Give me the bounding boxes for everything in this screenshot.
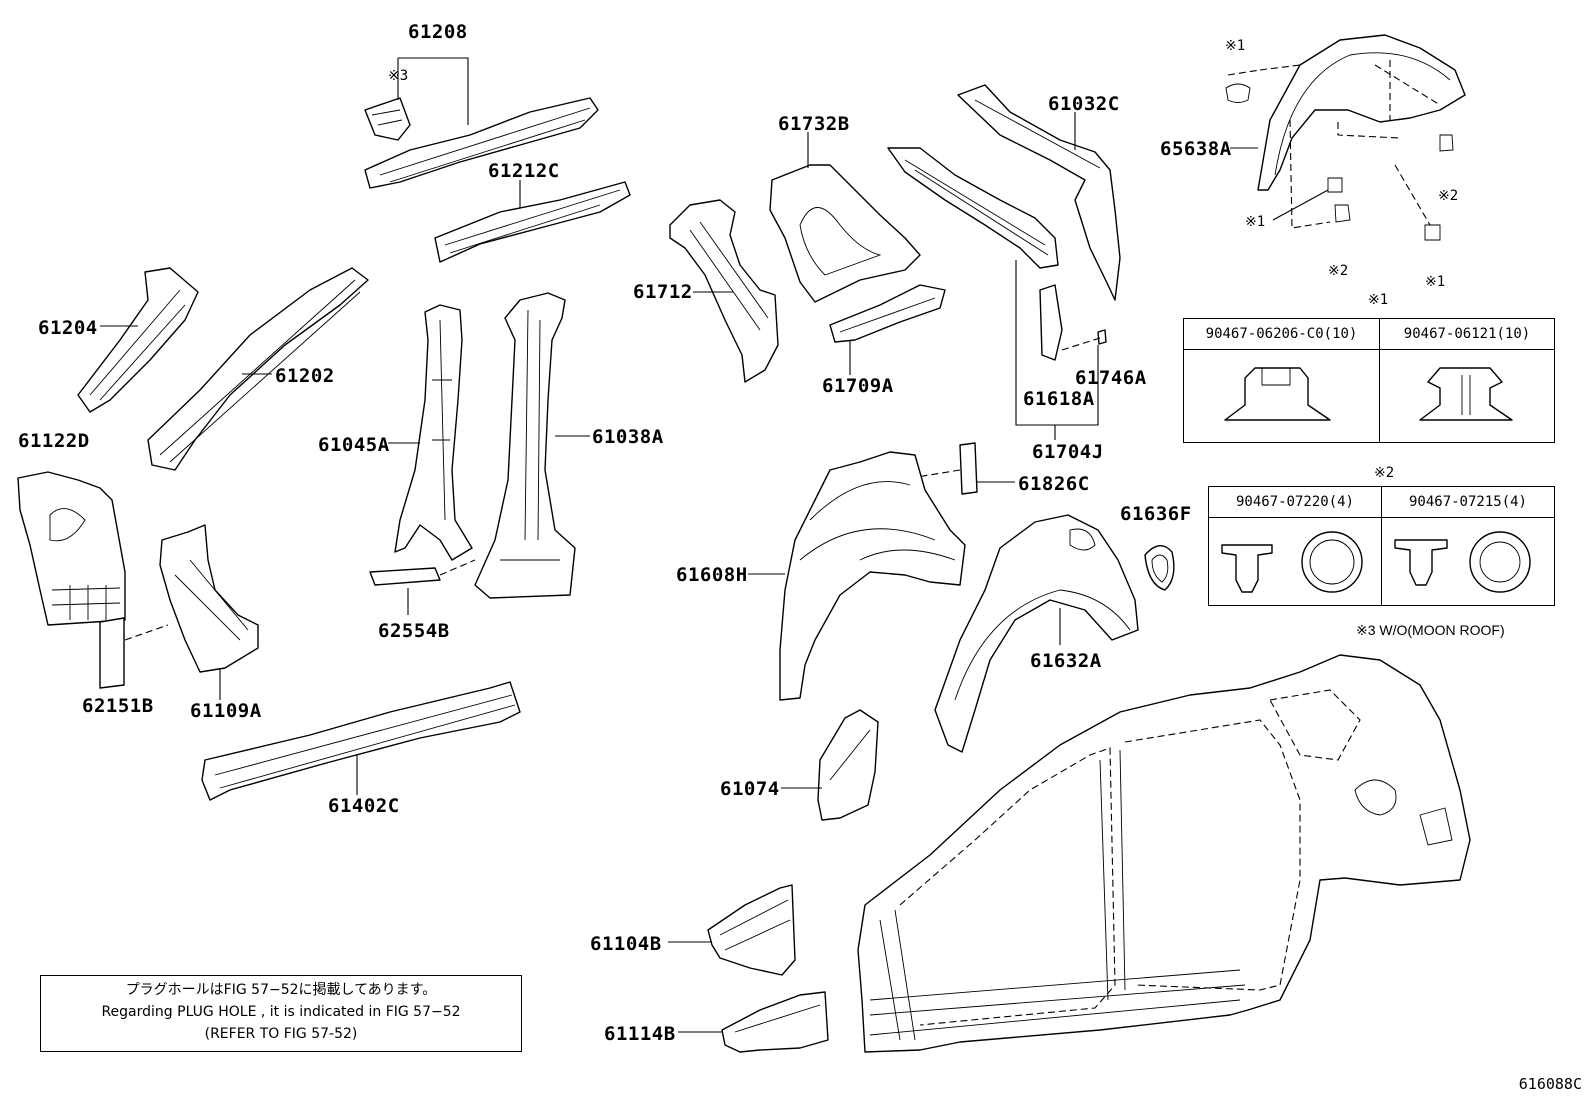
part-61712-drawing <box>669 199 779 383</box>
part-61704J-drawing <box>887 147 1107 361</box>
mark-1-a: ※1 <box>1225 38 1245 54</box>
label-61074[interactable]: 61074 <box>720 778 780 800</box>
part-61104B-drawing <box>707 884 796 976</box>
clips1-col1[interactable]: 90467-06206-C0(10) <box>1184 319 1379 350</box>
label-61608H[interactable]: 61608H <box>676 564 748 586</box>
clips1-col2[interactable]: 90467-06121(10) <box>1380 319 1554 350</box>
label-61402C[interactable]: 61402C <box>328 795 400 817</box>
part-61632A-drawing <box>934 514 1139 753</box>
clip-90467-07215-drawing <box>1394 531 1531 593</box>
label-61712[interactable]: 61712 <box>633 281 693 303</box>
label-61732B[interactable]: 61732B <box>778 113 850 135</box>
label-61709A[interactable]: 61709A <box>822 375 894 397</box>
label-62151B[interactable]: 62151B <box>82 695 154 717</box>
plug-note-line2: Regarding PLUG HOLE , it is indicated in… <box>101 1004 461 1020</box>
part-61038A-drawing <box>474 292 576 599</box>
label-61202[interactable]: 61202 <box>275 365 335 387</box>
part-62151B-drawing <box>99 617 125 689</box>
mark-2-b: ※2 <box>1328 263 1348 279</box>
clips1-title: ※1 <box>1368 292 1389 308</box>
label-61204[interactable]: 61204 <box>38 317 98 339</box>
clip-90467-07220-drawing <box>1221 531 1363 593</box>
mark-1-b: ※1 <box>1245 214 1265 230</box>
mark-1-c: ※1 <box>1425 274 1445 290</box>
part-61208-drawing <box>364 97 599 189</box>
label-61114B[interactable]: 61114B <box>604 1023 676 1045</box>
part-61212C-drawing <box>434 181 631 263</box>
label-61746A[interactable]: 61746A <box>1075 367 1147 389</box>
label-61704J[interactable]: 61704J <box>1032 441 1104 463</box>
label-61109A[interactable]: 61109A <box>190 700 262 722</box>
label-61032C[interactable]: 61032C <box>1048 93 1120 115</box>
part-61109A-drawing <box>159 524 259 673</box>
clips1-divider <box>1379 319 1380 442</box>
label-61636F[interactable]: 61636F <box>1120 503 1192 525</box>
clips2-title: ※2 <box>1374 465 1395 481</box>
part-61826C-drawing <box>959 442 978 495</box>
label-65638A[interactable]: 65638A <box>1160 138 1232 160</box>
clip-90467-06121-drawing <box>1419 367 1513 421</box>
label-61632A[interactable]: 61632A <box>1030 650 1102 672</box>
label-61038A[interactable]: 61038A <box>592 426 664 448</box>
part-61204-drawing <box>77 267 199 413</box>
mark-2-a: ※2 <box>1438 188 1458 204</box>
part-61045A-drawing <box>394 304 473 561</box>
figure-code: 616088C <box>1518 1075 1582 1093</box>
label-61122D[interactable]: 61122D <box>18 430 90 452</box>
label-61104B[interactable]: 61104B <box>590 933 662 955</box>
part-61074-drawing <box>817 709 879 821</box>
part-61202-drawing <box>147 267 369 471</box>
part-61122D-drawing <box>17 471 126 626</box>
plug-note-line3: (REFER TO FIG 57-52) <box>204 1026 358 1042</box>
clips2-divider <box>1381 487 1382 605</box>
label-61212C[interactable]: 61212C <box>488 160 560 182</box>
part-61114B-drawing <box>721 991 829 1053</box>
label-61045A[interactable]: 61045A <box>318 434 390 456</box>
label-61826C[interactable]: 61826C <box>1018 473 1090 495</box>
plug-note-line1: プラグホールはFIG 57−52に掲載してあります。 <box>125 982 437 998</box>
label-62554B[interactable]: 62554B <box>378 620 450 642</box>
part-65638A-drawing <box>1225 34 1466 241</box>
part-62554B-drawing <box>369 567 441 586</box>
clip-90467-06206-drawing <box>1224 367 1331 421</box>
plug-hole-note: プラグホールはFIG 57−52に掲載してあります。 Regarding PLU… <box>40 975 522 1052</box>
mark-3: ※3 <box>388 68 408 84</box>
clips2-table: 90467-07220(4) 90467-07215(4) <box>1208 486 1555 606</box>
part-61636F-drawing <box>1144 545 1175 591</box>
part-61402C-drawing <box>201 681 521 801</box>
part-61732B-drawing <box>769 164 921 303</box>
label-61208[interactable]: 61208 <box>408 21 468 43</box>
clips2-col1[interactable]: 90467-07220(4) <box>1209 487 1381 518</box>
clips2-col2[interactable]: 90467-07215(4) <box>1382 487 1554 518</box>
clips1-table: 90467-06206-C0(10) 90467-06121(10) <box>1183 318 1555 443</box>
note-moon-roof: ※3 W/O(MOON ROOF) <box>1356 622 1505 638</box>
body-side-panel-drawing <box>857 654 1471 1053</box>
part-61608H-drawing <box>779 451 966 701</box>
part-61709A-drawing <box>829 284 946 343</box>
part-61032C-drawing <box>957 84 1121 301</box>
label-61618A[interactable]: 61618A <box>1023 388 1095 410</box>
